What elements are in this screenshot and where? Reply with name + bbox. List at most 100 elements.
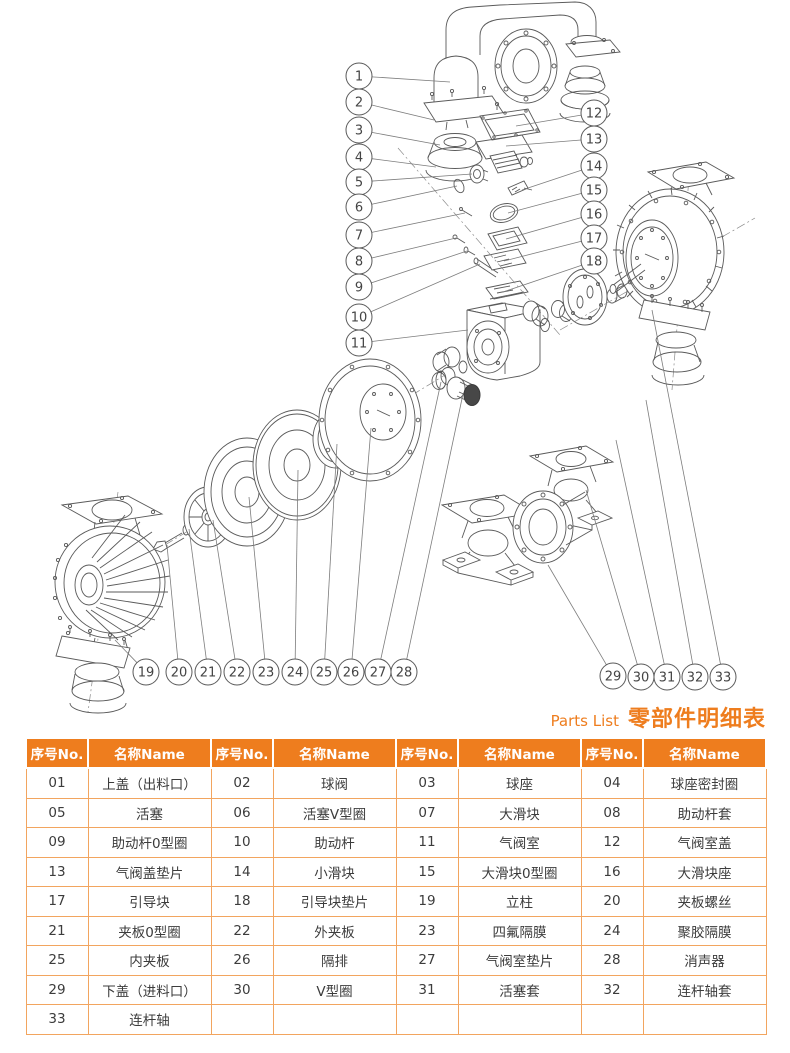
- part-name-cell: 夹板0型圈: [87, 915, 212, 946]
- part-name-cell: 下盖（进料口）: [87, 974, 212, 1005]
- callout-number: 19: [138, 666, 155, 681]
- callout-leader-line: [615, 439, 665, 665]
- callout-30: 30: [585, 489, 655, 691]
- header-no-cell: 序号No.: [580, 737, 644, 769]
- callout-leader-line: [248, 496, 266, 660]
- callout-3: 3: [345, 116, 441, 146]
- callout-leader-line: [114, 639, 138, 663]
- part-name-cell: [642, 1004, 767, 1035]
- callout-12: 12: [515, 99, 608, 127]
- callout-number: 4: [355, 151, 363, 166]
- callout-number: 27: [370, 666, 387, 681]
- right-pump-assembly: [559, 161, 756, 391]
- part-name-cell: 助动杆0型圈: [87, 827, 212, 858]
- part-name-cell: 立柱: [457, 886, 582, 917]
- part-no-cell: 31: [395, 974, 459, 1005]
- part-no-cell: 07: [395, 797, 459, 828]
- part-no-cell: 13: [25, 856, 89, 887]
- parts-list-title: Parts List 零部件明细表: [551, 701, 766, 733]
- callout-leader-line: [380, 381, 442, 660]
- part-no-cell: 28: [580, 945, 644, 976]
- part-name-cell: 大滑块座: [642, 856, 767, 887]
- part-no-cell: 27: [395, 945, 459, 976]
- callout-number: 16: [586, 208, 603, 223]
- callout-number: 22: [229, 666, 246, 681]
- part-no-cell: 03: [395, 767, 459, 799]
- callout-number: 12: [586, 107, 603, 122]
- parts-list-title-zh: 零部件明细表: [627, 707, 766, 732]
- part-no-cell: 02: [210, 767, 274, 799]
- part-no-cell: [210, 1004, 274, 1035]
- callout-number: 5: [355, 176, 363, 191]
- callout-leader-line: [188, 528, 207, 660]
- part-no-cell: 14: [210, 856, 274, 887]
- callout-number: 10: [351, 311, 368, 326]
- callout-circle: [337, 658, 365, 686]
- part-no-cell: 23: [395, 915, 459, 946]
- callout-number: 11: [351, 337, 368, 352]
- callout-5: 5: [345, 168, 473, 196]
- callout-number: 6: [355, 201, 363, 216]
- manifold-assembly: [445, 1, 621, 123]
- header-name-cell: 名称Name: [642, 737, 767, 769]
- part-no-cell: 11: [395, 827, 459, 858]
- part-no-cell: [395, 1004, 459, 1035]
- callout-circle: [194, 658, 222, 686]
- callout-number: 15: [586, 184, 603, 199]
- part-name-cell: 引导块垫片: [272, 886, 397, 917]
- callout-leader-line: [505, 217, 582, 240]
- callout-14: 14: [521, 152, 608, 191]
- header-name-cell: 名称Name: [272, 737, 397, 769]
- part-name-cell: 引导块: [87, 886, 212, 917]
- callout-leader-line: [371, 250, 468, 284]
- header-no-cell: 序号No.: [25, 737, 89, 769]
- callout-15: 15: [507, 176, 608, 214]
- callout-leader-line: [370, 263, 481, 313]
- callout-leader-line: [371, 173, 473, 182]
- callout-18: 18: [502, 247, 608, 293]
- callout-leader-line: [371, 212, 466, 233]
- callout-29: 29: [547, 564, 627, 690]
- part-no-cell: 29: [25, 974, 89, 1005]
- callout-number: 28: [396, 666, 413, 681]
- callout-6: 6: [345, 185, 458, 221]
- callout-leader-line: [371, 237, 457, 259]
- callout-leader-line: [371, 158, 437, 168]
- part-no-cell: 12: [580, 827, 644, 858]
- callout-circle: [345, 116, 373, 144]
- diaphragm-disc-series: [152, 358, 447, 553]
- callout-circle: [132, 658, 160, 686]
- callout-number: 21: [200, 666, 217, 681]
- callout-circle: [345, 88, 373, 116]
- callout-circle: [165, 658, 193, 686]
- callout-leader-line: [651, 309, 721, 665]
- callout-circle: [281, 658, 309, 686]
- callout-17: 17: [503, 224, 608, 262]
- part-name-cell: 连杆轴: [87, 1004, 212, 1035]
- callout-9: 9: [345, 250, 468, 301]
- callout-number: 2: [355, 96, 363, 111]
- part-no-cell: 32: [580, 974, 644, 1005]
- part-name-cell: 球阀: [272, 767, 397, 799]
- callout-leader-line: [324, 443, 338, 660]
- diagram-art: [52, 1, 756, 714]
- part-name-cell: 助动杆: [272, 827, 397, 858]
- callout-circle: [653, 663, 681, 691]
- part-name-cell: [457, 1004, 582, 1035]
- callout-circle: [345, 193, 373, 221]
- callout-leader-line: [166, 544, 179, 660]
- header-no-cell: 序号No.: [395, 737, 459, 769]
- callout-leader-line: [371, 104, 435, 121]
- callout-leader-line: [502, 264, 582, 293]
- part-no-cell: 08: [580, 797, 644, 828]
- callout-number: 25: [316, 666, 333, 681]
- callout-31: 31: [615, 439, 681, 691]
- callout-28: 28: [390, 393, 464, 686]
- callout-leader-line: [371, 185, 458, 205]
